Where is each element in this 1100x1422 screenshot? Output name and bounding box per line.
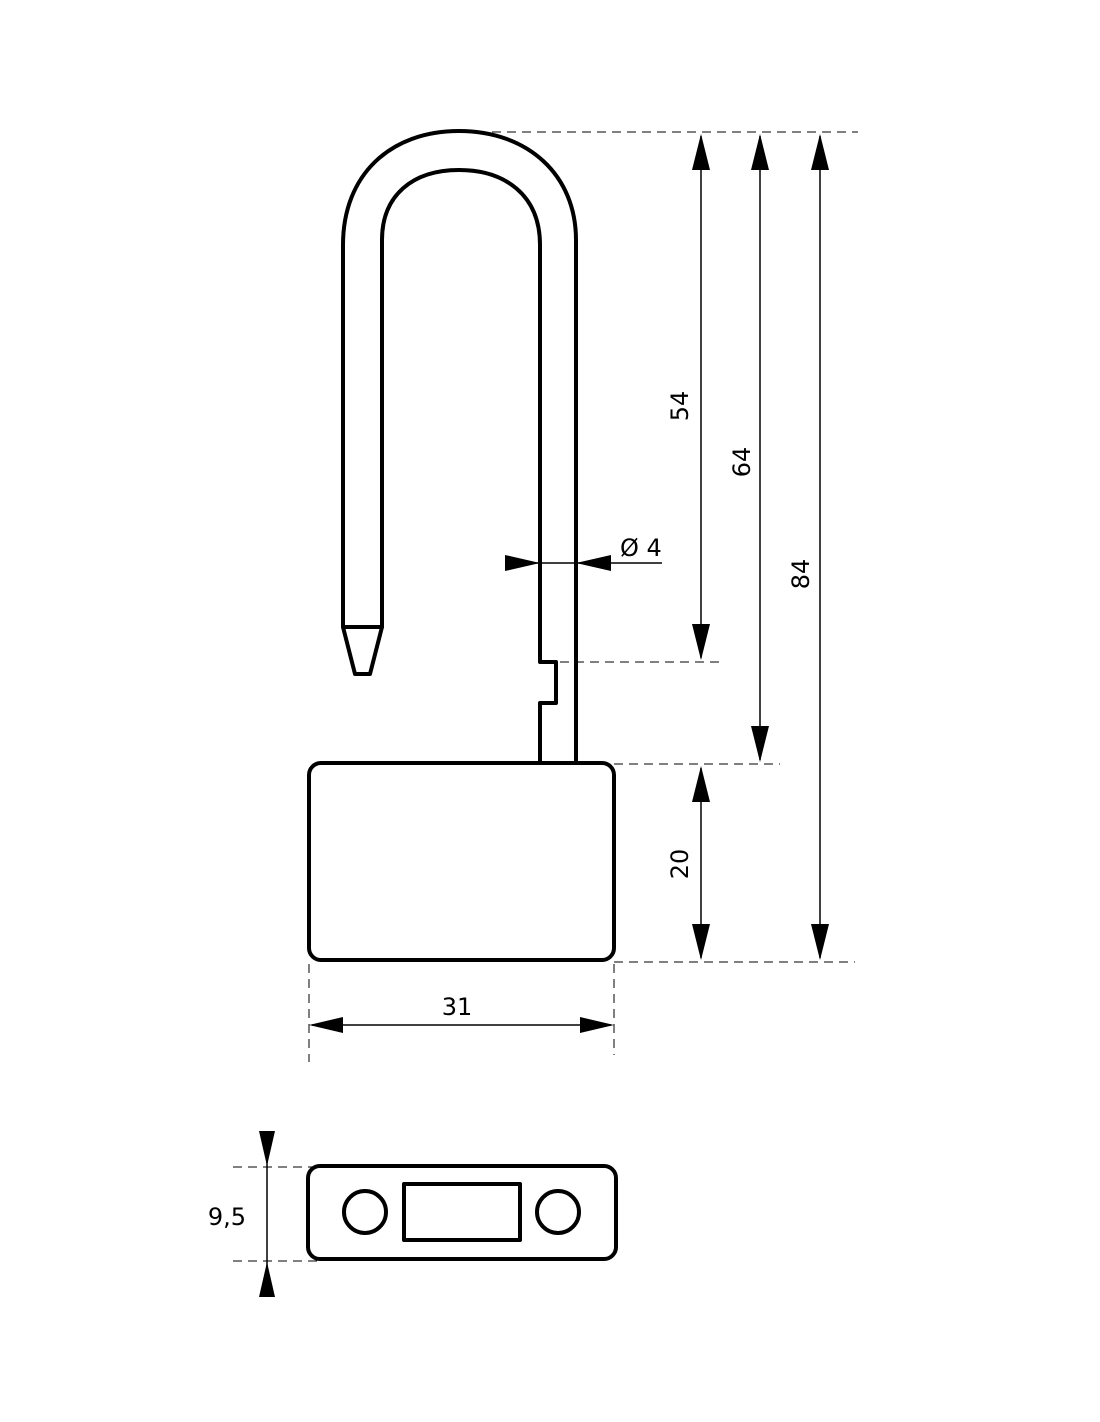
- dimension-shackle-length: 64: [728, 134, 769, 762]
- keyway-slot: [402, 1182, 522, 1242]
- dimension-label-9-5: 9,5: [208, 1203, 246, 1231]
- dimension-label-20: 20: [666, 849, 694, 880]
- dimension-label-64: 64: [728, 447, 756, 478]
- dimension-shackle-diameter: Ø 4: [505, 534, 662, 571]
- dimension-shackle-clearance: 54: [666, 134, 710, 660]
- dimension-overall-height: 84: [787, 134, 829, 960]
- dimension-label-54: 54: [666, 391, 694, 422]
- padlock-front-view: [307, 129, 616, 962]
- dimension-body-width: 31: [309, 993, 614, 1033]
- padlock-body: [307, 761, 616, 962]
- dimension-body-height: 20: [666, 766, 710, 960]
- dimension-label-31: 31: [442, 993, 473, 1021]
- shackle-tip: [341, 625, 384, 676]
- left-hole: [342, 1189, 388, 1235]
- padlock-bottom-view: [306, 1164, 618, 1261]
- right-hole: [535, 1189, 581, 1235]
- dimension-label-diameter: Ø 4: [620, 534, 662, 562]
- dimension-label-84: 84: [787, 559, 815, 590]
- dimension-body-thickness: 9,5: [208, 1131, 275, 1297]
- extension-lines: [233, 131, 858, 1262]
- shackle: [341, 129, 578, 765]
